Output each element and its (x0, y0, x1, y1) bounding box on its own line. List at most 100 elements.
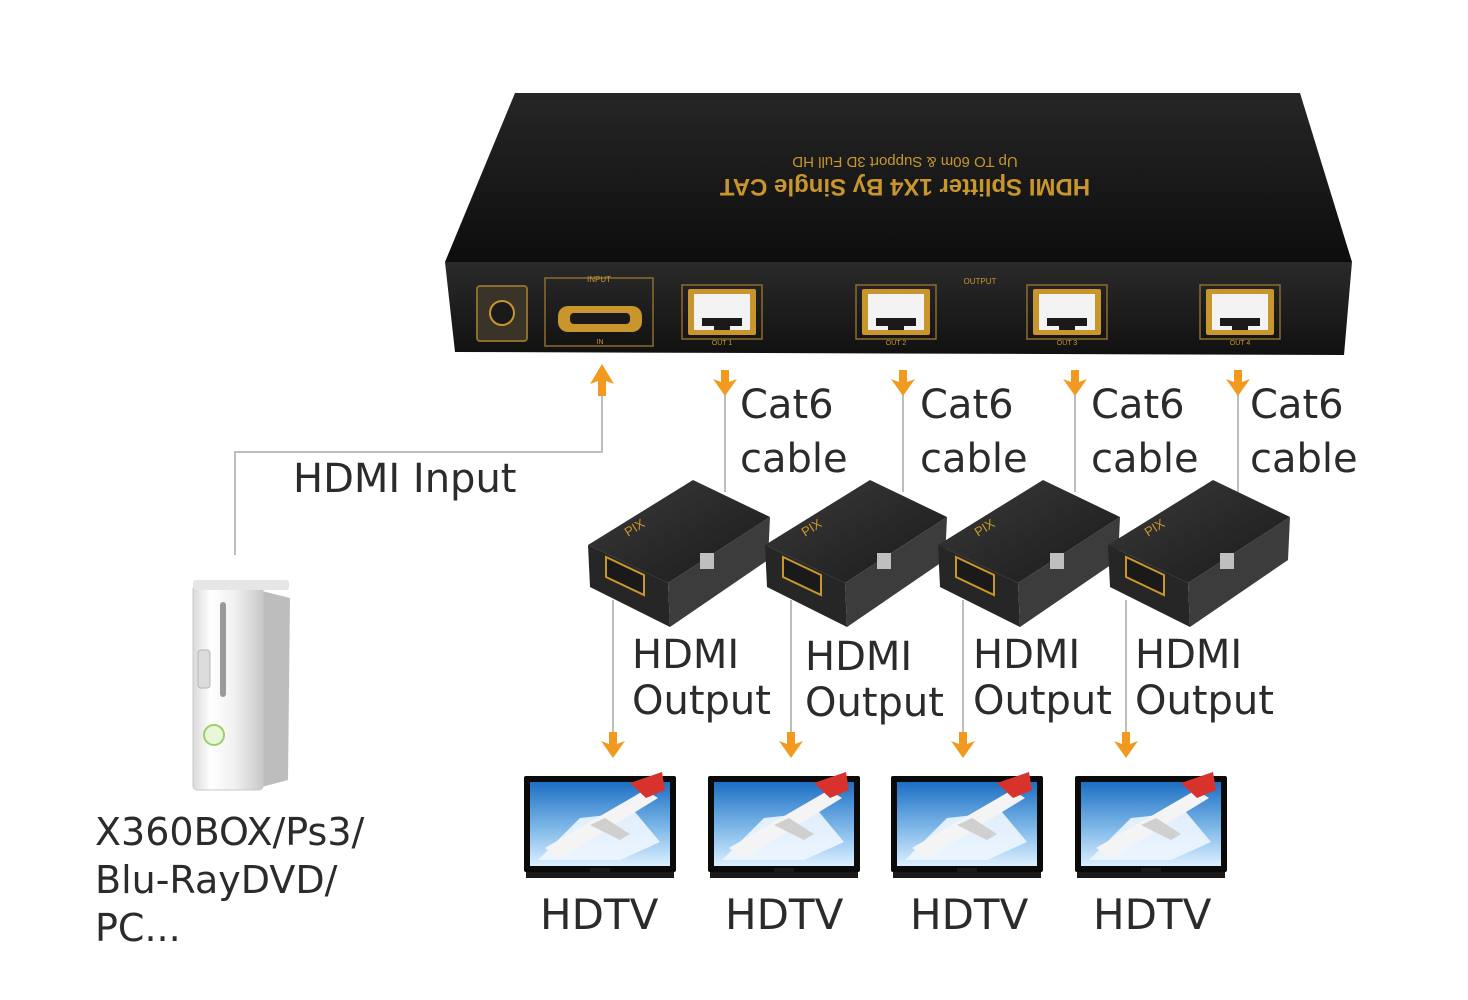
cable-text-line2: cable (740, 436, 848, 482)
receiver-power-socket (1220, 553, 1234, 569)
receiver-right-face (668, 517, 770, 627)
rocket-nose (814, 772, 849, 798)
source-line1: X360BOX/Ps3/ (95, 810, 365, 854)
down-arrow (1063, 370, 1087, 396)
console-front-panel (197, 649, 211, 689)
output-text-line2: Output (805, 680, 944, 726)
plane-wing (774, 818, 814, 840)
receiver-right-face (1188, 517, 1290, 627)
tv-stand-neck (590, 868, 610, 876)
receiver-hdmi-port (782, 555, 822, 597)
plane-wing (590, 818, 630, 840)
channel-1: PIX (524, 370, 770, 878)
receiver-power-socket (877, 553, 891, 569)
down-arrow (1114, 732, 1138, 758)
receiver-top (588, 480, 770, 583)
down-arrow (779, 732, 803, 758)
receiver-hdmi-port (955, 555, 995, 597)
cable-text-line1: Cat6 (740, 382, 834, 428)
rj45-port-label: OUT 2 (886, 340, 907, 347)
cable-text-line1: Cat6 (920, 382, 1014, 428)
hdtv-label-1: HDTV (540, 890, 659, 939)
rj45-port-clip (702, 318, 742, 330)
hdmi-input-port-slot (570, 313, 630, 324)
receiver-power-socket (700, 553, 714, 569)
down-arrow (891, 370, 915, 396)
rj45-port-frame (681, 284, 763, 340)
cable-text-line2: cable (1091, 436, 1199, 482)
hdmi-output-label-1: HDMI Output (632, 632, 771, 724)
output-text-line2: Output (1135, 678, 1274, 724)
rj45-port-clip (1220, 318, 1260, 330)
splitter-device: HDMI Splitter 1X4 By Single CAT Up TO 60… (445, 93, 1352, 355)
hdtv-label-3: HDTV (910, 890, 1029, 939)
receiver-top (938, 480, 1120, 583)
cable-text-line1: Cat6 (1091, 382, 1185, 428)
rj45-port-frame (1199, 284, 1281, 340)
channel-4: PIX (1075, 370, 1290, 878)
hdmi-output-label-3: HDMI Output (973, 632, 1112, 724)
output-text-line1: HDMI (805, 634, 913, 680)
splitter-top-face (445, 93, 1352, 262)
cable-text-line1: Cat6 (1250, 382, 1344, 428)
plane-wing (1141, 818, 1181, 840)
cat6-cable-label-4: Cat6 cable (1250, 378, 1358, 486)
down-arrow (713, 370, 737, 396)
console-disc-slot (220, 602, 226, 697)
rj45-port-label: OUT 1 (712, 340, 733, 347)
console-power-button (203, 724, 225, 746)
cat6-cable-label-2: Cat6 cable (920, 378, 1028, 486)
hdmi-output-label-4: HDMI Output (1135, 632, 1274, 724)
hdmi-input-port-label: IN (597, 339, 604, 346)
cat6-cable-label-1: Cat6 cable (740, 378, 848, 486)
receiver-top (765, 480, 947, 583)
rj45-port-clip (1047, 318, 1087, 330)
power-socket-hole (489, 300, 515, 326)
rocket-nose (997, 772, 1032, 798)
receiver-top (1108, 480, 1290, 583)
rj45-port-label: OUT 3 (1057, 340, 1078, 347)
hdmi-input-path (234, 364, 614, 555)
cable-text-line2: cable (920, 436, 1028, 482)
rocket-nose (630, 772, 665, 798)
source-console (192, 580, 290, 791)
hdmi-input-label: HDMI Input (293, 456, 517, 502)
down-arrow (1226, 370, 1250, 396)
output-text-line1: HDMI (632, 632, 740, 678)
down-arrow (601, 732, 625, 758)
input-section-label: INPUT (587, 275, 611, 284)
output-text-line1: HDMI (1135, 632, 1243, 678)
receiver-hdmi-port (605, 555, 645, 597)
receiver-power-socket (1050, 553, 1064, 569)
down-arrow (951, 732, 975, 758)
receiver-hdmi-port (1125, 555, 1165, 597)
splitter-subtitle: Up TO 60m & Support 3D Full HD (792, 153, 1018, 170)
source-device-label: X360BOX/Ps3/ Blu-RayDVD/ PC... (95, 808, 364, 952)
hdmi-input-arrow (590, 364, 614, 396)
output-text-line2: Output (973, 678, 1112, 724)
source-line3: PC... (95, 906, 181, 950)
hdmi-input-cable (234, 392, 603, 555)
hdtv-label-2: HDTV (725, 890, 844, 939)
plane-wing (957, 818, 997, 840)
receiver-right-face (1018, 517, 1120, 627)
channel-2: PIX (708, 370, 947, 878)
output-section-label: OUTPUT (964, 277, 997, 286)
cable-text-line2: cable (1250, 436, 1358, 482)
tv-stand-neck (774, 868, 794, 876)
rocket-nose (1181, 772, 1216, 798)
cat6-cable-label-3: Cat6 cable (1091, 378, 1199, 486)
tv-stand-neck (957, 868, 977, 876)
receiver-right-face (845, 517, 947, 627)
console-shadow-side (258, 590, 290, 788)
input-section-frame (544, 277, 654, 347)
hdmi-output-label-2: HDMI Output (805, 634, 944, 726)
output-text-line2: Output (632, 678, 771, 724)
output-text-line1: HDMI (973, 632, 1081, 678)
rj45-port-frame (1026, 284, 1108, 340)
source-line2: Blu-RayDVD/ (95, 858, 338, 902)
rj45-port-label: OUT 4 (1230, 340, 1251, 347)
rj45-port-clip (876, 318, 916, 330)
